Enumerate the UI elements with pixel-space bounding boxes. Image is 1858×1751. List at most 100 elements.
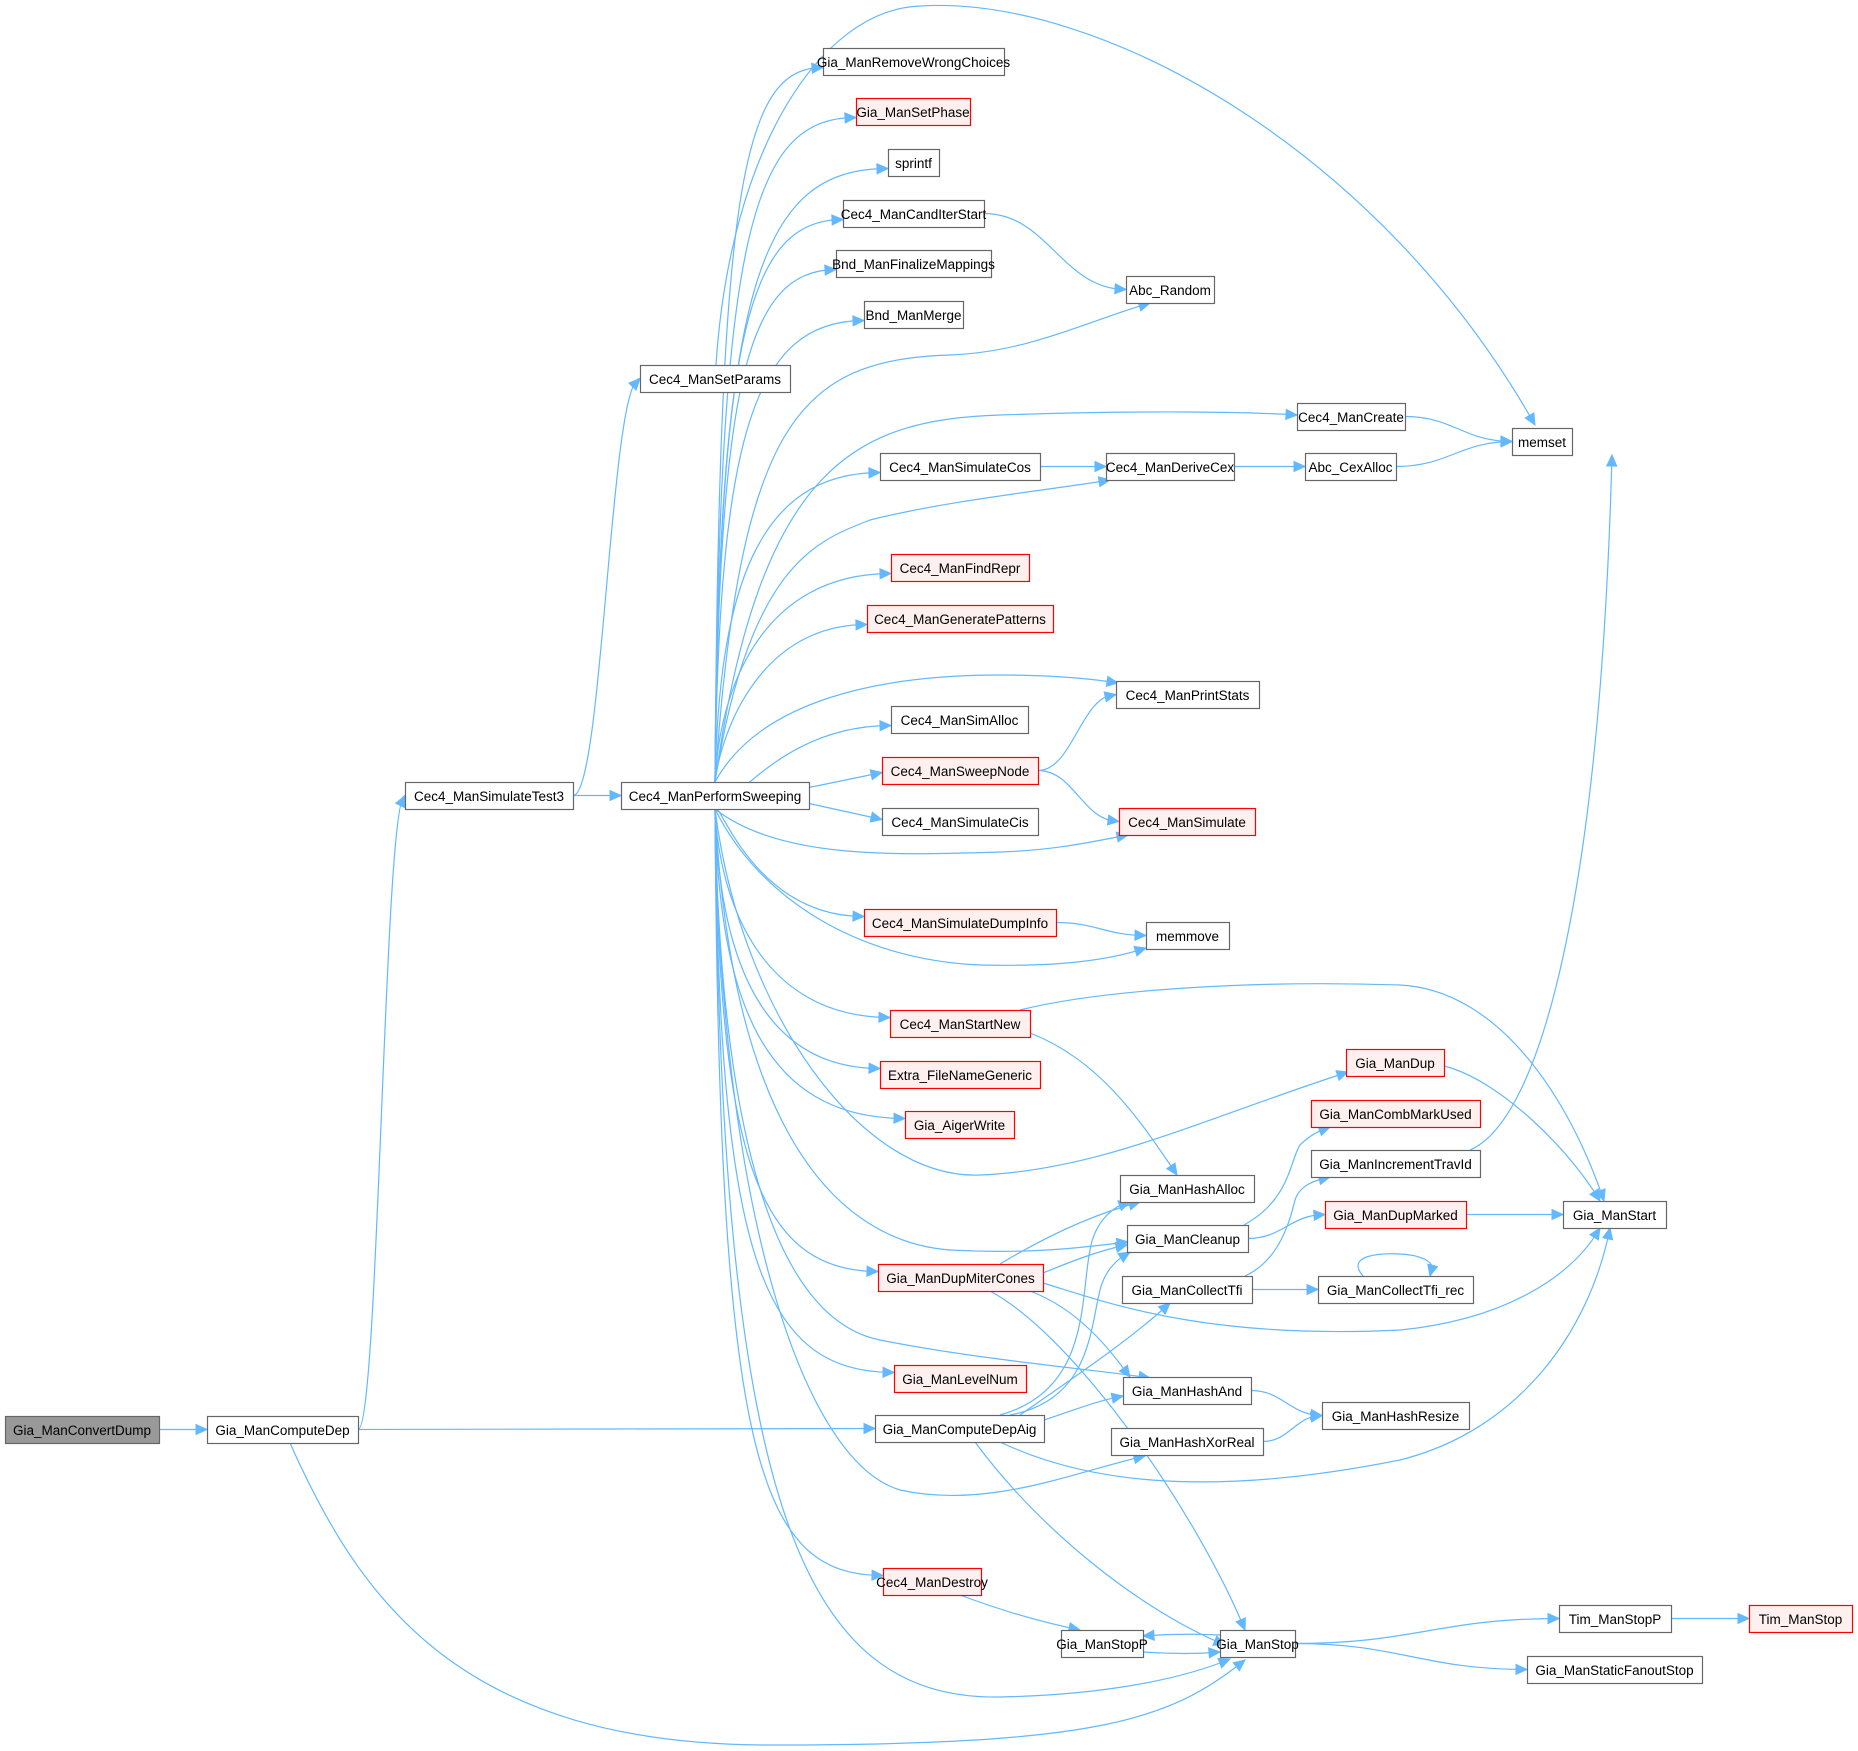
node-box[interactable] — [866, 604, 1055, 634]
node-Bnd_ManFinalizeMappings[interactable]: Bnd_ManFinalizeMappings — [832, 249, 995, 279]
node-box[interactable] — [1526, 1655, 1704, 1685]
node-sprintf[interactable]: sprintf — [887, 148, 941, 178]
node-box[interactable] — [206, 1415, 360, 1445]
node-Cec4_ManFindRepr[interactable]: Cec4_ManFindRepr — [890, 553, 1031, 583]
node-Gia_ManHashAlloc[interactable]: Gia_ManHashAlloc — [1119, 1174, 1256, 1204]
node-box[interactable] — [1748, 1604, 1854, 1634]
node-Gia_ManCollectTfi_rec[interactable]: Gia_ManCollectTfi_rec — [1317, 1275, 1475, 1305]
node-box[interactable] — [890, 705, 1030, 735]
node-box[interactable] — [863, 908, 1058, 938]
node-box[interactable] — [879, 1060, 1042, 1090]
node-Cec4_ManCandIterStart[interactable]: Cec4_ManCandIterStart — [841, 199, 987, 229]
node-Cec4_ManSimulateDumpInfo[interactable]: Cec4_ManSimulateDumpInfo — [863, 908, 1058, 938]
node-box[interactable] — [1324, 1200, 1468, 1230]
node-box[interactable] — [1145, 921, 1231, 951]
node-box[interactable] — [1304, 452, 1398, 482]
node-Gia_AigerWrite[interactable]: Gia_AigerWrite — [904, 1110, 1016, 1140]
node-box[interactable] — [1345, 1048, 1446, 1078]
node-Bnd_ManMerge[interactable]: Bnd_ManMerge — [863, 300, 965, 330]
node-Cec4_ManCreate[interactable]: Cec4_ManCreate — [1296, 402, 1407, 432]
node-Gia_ManHashXorReal[interactable]: Gia_ManHashXorReal — [1110, 1427, 1265, 1457]
node-box[interactable] — [639, 364, 792, 394]
node-box[interactable] — [1121, 1275, 1254, 1305]
node-box[interactable] — [893, 1364, 1028, 1394]
node-Tim_ManStop[interactable]: Tim_ManStop — [1748, 1604, 1854, 1634]
node-Gia_ManRemoveWrongChoices[interactable]: Gia_ManRemoveWrongChoices — [817, 47, 1011, 77]
node-Cec4_ManSetParams[interactable]: Cec4_ManSetParams — [639, 364, 792, 394]
node-box[interactable] — [1321, 1401, 1471, 1431]
node-Abc_Random[interactable]: Abc_Random — [1125, 275, 1216, 305]
node-Gia_ManComputeDepAig[interactable]: Gia_ManComputeDepAig — [874, 1414, 1046, 1444]
node-box[interactable] — [881, 807, 1040, 837]
node-box[interactable] — [882, 1567, 983, 1597]
node-Cec4_ManPrintStats[interactable]: Cec4_ManPrintStats — [1115, 680, 1261, 710]
node-box[interactable] — [877, 1263, 1045, 1293]
node-box[interactable] — [1060, 1629, 1145, 1659]
node-Gia_ManCollectTfi[interactable]: Gia_ManCollectTfi — [1121, 1275, 1254, 1305]
node-box[interactable] — [842, 199, 986, 229]
node-Gia_ManIncrementTravId[interactable]: Gia_ManIncrementTravId — [1310, 1149, 1482, 1179]
node-box[interactable] — [890, 553, 1031, 583]
node-Gia_ManCombMarkUsed[interactable]: Gia_ManCombMarkUsed — [1310, 1099, 1482, 1129]
node-box[interactable] — [879, 452, 1042, 482]
node-Gia_ManComputeDep[interactable]: Gia_ManComputeDep — [206, 1415, 360, 1445]
node-Cec4_ManSimulateCos[interactable]: Cec4_ManSimulateCos — [879, 452, 1042, 482]
node-Cec4_ManSweepNode[interactable]: Cec4_ManSweepNode — [881, 756, 1040, 786]
node-Abc_CexAlloc[interactable]: Abc_CexAlloc — [1304, 452, 1398, 482]
node-Gia_ManStop[interactable]: Gia_ManStop — [1216, 1629, 1299, 1659]
node-Gia_ManHashResize[interactable]: Gia_ManHashResize — [1321, 1401, 1471, 1431]
node-box[interactable] — [874, 1414, 1046, 1444]
node-box[interactable] — [1219, 1629, 1297, 1659]
node-box[interactable] — [863, 300, 965, 330]
node-box[interactable] — [887, 148, 941, 178]
node-box[interactable] — [1317, 1275, 1475, 1305]
node-box[interactable] — [835, 249, 993, 279]
node-Cec4_ManSimulate[interactable]: Cec4_ManSimulate — [1118, 807, 1257, 837]
node-box[interactable] — [4, 1415, 161, 1445]
node-box[interactable] — [404, 781, 575, 811]
node-memset[interactable]: memset — [1511, 427, 1574, 457]
node-Gia_ManDupMiterCones[interactable]: Gia_ManDupMiterCones — [877, 1263, 1045, 1293]
node-Cec4_ManDestroy[interactable]: Cec4_ManDestroy — [876, 1567, 988, 1597]
node-box[interactable] — [1105, 452, 1236, 482]
node-Gia_ManStopP[interactable]: Gia_ManStopP — [1056, 1629, 1148, 1659]
node-Cec4_ManGeneratePatterns[interactable]: Cec4_ManGeneratePatterns — [866, 604, 1055, 634]
node-Gia_ManConvertDump[interactable]: Gia_ManConvertDump — [4, 1415, 161, 1445]
node-Gia_ManStart[interactable]: Gia_ManStart — [1562, 1200, 1668, 1230]
node-Extra_FileNameGeneric[interactable]: Extra_FileNameGeneric — [879, 1060, 1042, 1090]
node-box[interactable] — [1125, 275, 1216, 305]
node-Tim_ManStopP[interactable]: Tim_ManStopP — [1558, 1604, 1673, 1634]
node-Cec4_ManStartNew[interactable]: Cec4_ManStartNew — [889, 1009, 1032, 1039]
node-box[interactable] — [855, 97, 972, 127]
node-box[interactable] — [822, 47, 1006, 77]
node-Gia_ManLevelNum[interactable]: Gia_ManLevelNum — [893, 1364, 1028, 1394]
node-box[interactable] — [1115, 680, 1261, 710]
node-box[interactable] — [1310, 1149, 1482, 1179]
node-box[interactable] — [620, 781, 811, 811]
node-Cec4_ManSimulateCis[interactable]: Cec4_ManSimulateCis — [881, 807, 1040, 837]
node-Cec4_ManPerformSweeping[interactable]: Cec4_ManPerformSweeping — [620, 781, 811, 811]
node-box[interactable] — [1310, 1099, 1482, 1129]
node-box[interactable] — [1562, 1200, 1668, 1230]
node-box[interactable] — [904, 1110, 1016, 1140]
node-box[interactable] — [1110, 1427, 1265, 1457]
node-Gia_ManHashAnd[interactable]: Gia_ManHashAnd — [1122, 1376, 1253, 1406]
node-Gia_ManSetPhase[interactable]: Gia_ManSetPhase — [855, 97, 972, 127]
node-Cec4_ManDeriveCex[interactable]: Cec4_ManDeriveCex — [1105, 452, 1236, 482]
node-Gia_ManStaticFanoutStop[interactable]: Gia_ManStaticFanoutStop — [1526, 1655, 1704, 1685]
node-box[interactable] — [1126, 1224, 1250, 1254]
node-box[interactable] — [1296, 402, 1407, 432]
node-Gia_ManCleanup[interactable]: Gia_ManCleanup — [1126, 1224, 1250, 1254]
node-Cec4_ManSimAlloc[interactable]: Cec4_ManSimAlloc — [890, 705, 1030, 735]
node-memmove[interactable]: memmove — [1145, 921, 1231, 951]
node-box[interactable] — [1122, 1376, 1253, 1406]
node-box[interactable] — [1119, 1174, 1256, 1204]
node-box[interactable] — [1118, 807, 1257, 837]
node-box[interactable] — [889, 1009, 1032, 1039]
node-box[interactable] — [1558, 1604, 1673, 1634]
node-Gia_ManDupMarked[interactable]: Gia_ManDupMarked — [1324, 1200, 1468, 1230]
node-Cec4_ManSimulateTest3[interactable]: Cec4_ManSimulateTest3 — [404, 781, 575, 811]
node-box[interactable] — [1511, 427, 1574, 457]
node-box[interactable] — [881, 756, 1040, 786]
node-Gia_ManDup[interactable]: Gia_ManDup — [1345, 1048, 1446, 1078]
